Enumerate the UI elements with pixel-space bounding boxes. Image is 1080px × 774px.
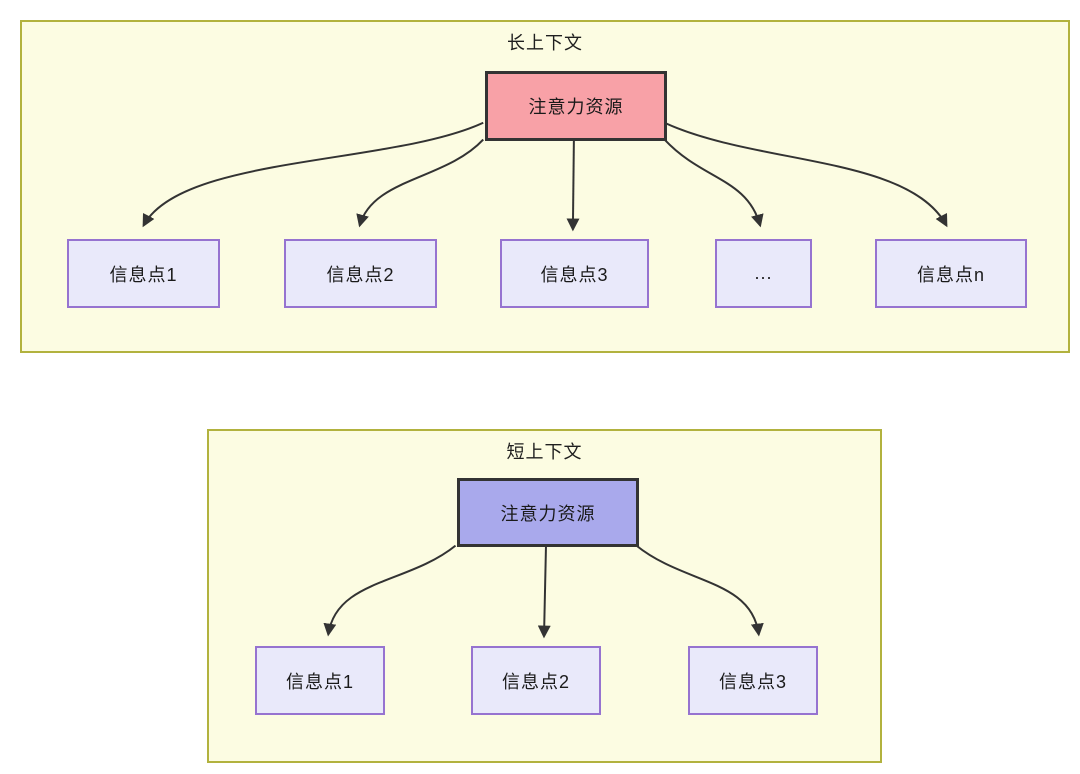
- attention-resource-node-short: 注意力资源: [457, 478, 639, 547]
- info-node-long-3: 信息点3: [500, 239, 649, 308]
- arrow-root-to-info2: [356, 138, 484, 228]
- info-node-long-2: 信息点2: [284, 239, 437, 308]
- arrow-root-to-info3: [635, 544, 764, 637]
- info-node-long-n: 信息点n: [875, 239, 1027, 308]
- attention-resource-node-long: 注意力资源: [485, 71, 667, 141]
- arrow-root-to-info3: [566, 139, 580, 232]
- info-node-short-2: 信息点2: [471, 646, 601, 715]
- arrow-root-to-info1: [323, 544, 457, 637]
- arrow-root-to-info1: [142, 121, 484, 228]
- long-context-panel: 长上下文 注意力资源 信息点1 信息点2 信息点3 ... 信息点n: [20, 20, 1070, 353]
- info-node-short-1: 信息点1: [255, 646, 385, 715]
- info-node-long-ellipsis: ...: [715, 239, 812, 308]
- info-node-short-3: 信息点3: [688, 646, 818, 715]
- arrow-root-to-info2: [537, 545, 551, 639]
- arrow-root-to-ellipsis: [663, 138, 764, 228]
- long-context-panel-title: 长上下文: [507, 33, 583, 53]
- short-context-panel-title: 短上下文: [506, 442, 583, 462]
- arrow-root-to-infon: [664, 121, 948, 228]
- short-context-panel: 短上下文 注意力资源 信息点1 信息点2 信息点3: [207, 429, 882, 763]
- info-node-long-1: 信息点1: [67, 239, 220, 308]
